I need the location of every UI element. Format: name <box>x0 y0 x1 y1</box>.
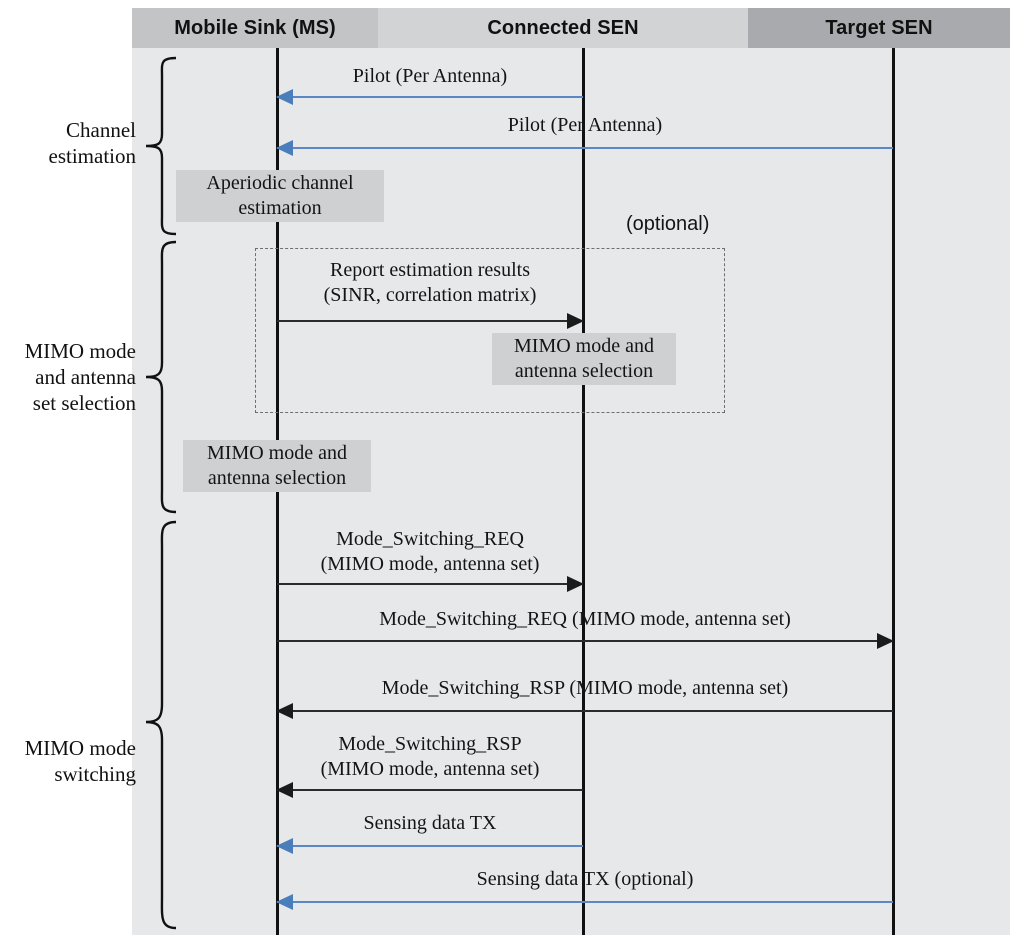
message-label-mode-switching-req-2: Mode_Switching_REQ (MIMO mode, antenna s… <box>379 608 791 630</box>
arrow-line <box>277 96 583 98</box>
lifeline-connected-sen <box>582 48 585 935</box>
message-label-sensing-data-tx-2: Sensing data TX (optional) <box>476 868 694 890</box>
brace-channel-estimation <box>145 56 177 236</box>
arrowhead-right-icon <box>567 576 584 592</box>
phase-label-mimo-switching: MIMO mode switching <box>24 736 136 786</box>
message-label-mode-switching-rsp-2: Mode_Switching_RSP (MIMO mode, antenna s… <box>320 733 540 780</box>
message-label-mode-switching-req-1: Mode_Switching_REQ (MIMO mode, antenna s… <box>320 528 540 575</box>
action-box-ms-mimo-selection: MIMO mode and antenna selection <box>183 440 371 492</box>
message-label-mode-switching-rsp-1: Mode_Switching_RSP (MIMO mode, antenna s… <box>381 677 789 699</box>
action-box-label: Aperiodic channel estimation <box>206 172 354 219</box>
arrowhead-left-icon <box>276 782 293 798</box>
brace-mimo-selection <box>145 240 177 514</box>
lane-header-connected-sen-label: Connected SEN <box>487 16 639 39</box>
arrow-line <box>277 583 583 585</box>
arrowhead-left-icon <box>276 89 293 105</box>
lane-header-mobile-sink: Mobile Sink (MS) <box>132 8 378 48</box>
phase-label-mimo-selection: MIMO mode and antenna set selection <box>24 339 136 415</box>
action-box-aperiodic-channel-estimation: Aperiodic channel estimation <box>176 170 384 222</box>
arrowhead-left-icon <box>276 838 293 854</box>
arrow-line <box>277 710 893 712</box>
lane-header-mobile-sink-label: Mobile Sink (MS) <box>174 16 336 39</box>
message-label-pilot-1: Pilot (Per Antenna) <box>352 65 508 87</box>
arrow-line <box>277 789 583 791</box>
arrowhead-left-icon <box>276 894 293 910</box>
message-label-pilot-2: Pilot (Per Antenna) <box>507 114 663 136</box>
action-box-label: MIMO mode and antenna selection <box>207 442 347 489</box>
arrowhead-right-icon <box>567 313 584 329</box>
arrowhead-left-icon <box>276 703 293 719</box>
message-label-sensing-data-tx-1: Sensing data TX <box>363 812 497 834</box>
phase-label-channel-estimation: Channel estimation <box>48 118 137 168</box>
optional-annotation: (optional) <box>626 213 710 235</box>
lane-header-connected-sen: Connected SEN <box>378 8 748 48</box>
brace-mimo-switching <box>145 520 177 930</box>
lane-header-target-sen: Target SEN <box>748 8 1010 48</box>
arrow-line <box>277 845 583 847</box>
arrowhead-left-icon <box>276 140 293 156</box>
arrow-line <box>277 147 893 149</box>
optional-region-box <box>255 248 725 413</box>
message-label-report-estimation: Report estimation results (SINR, correla… <box>323 259 537 306</box>
arrow-line <box>277 320 583 322</box>
action-box-connected-mimo-selection: MIMO mode and antenna selection <box>492 333 676 385</box>
arrow-line <box>277 901 893 903</box>
action-box-label: MIMO mode and antenna selection <box>514 335 654 382</box>
arrow-line <box>277 640 893 642</box>
arrowhead-right-icon <box>877 633 894 649</box>
lane-header-target-sen-label: Target SEN <box>825 16 933 39</box>
lifeline-target-sen <box>892 48 895 935</box>
